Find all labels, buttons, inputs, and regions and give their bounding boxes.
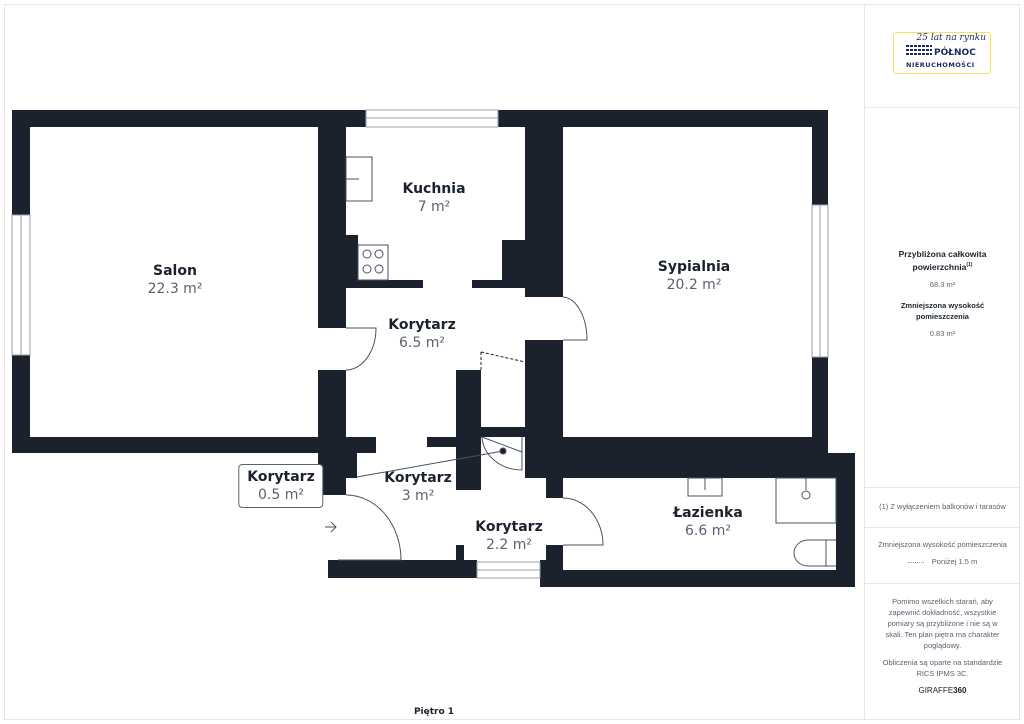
room-name: Korytarz <box>388 317 456 333</box>
room-area: 6.5 m² <box>399 335 445 351</box>
room-sypialnia: Sypialnia 20.2 m² <box>658 259 731 293</box>
logo-name: PÓŁNOC <box>934 48 976 58</box>
floor-plan <box>11 109 855 587</box>
legend-block: Zmniejszona wysokość pomieszczenia Poniż… <box>865 539 1020 567</box>
fixtures <box>325 156 837 567</box>
dotted-line-icon <box>907 561 924 563</box>
room-lazienka: Łazienka 6.6 m² <box>673 505 743 539</box>
room-kuchnia: Kuchnia 7 m² <box>402 181 465 215</box>
room-area: 6.6 m² <box>685 523 731 539</box>
room-korytarz-4: Korytarz 2.2 m² <box>475 519 542 553</box>
reduced-height-title: Zmniejszona wysokość pomieszczenia <box>900 300 985 321</box>
logo-sub: NIERUCHOMOŚCI <box>906 61 975 69</box>
area-summary: Przybliżona całkowita powierzchnia(1) 68… <box>865 249 1020 339</box>
logo-tagline: 25 lat na rynku <box>916 33 987 43</box>
total-area-value: 68.3 m² <box>929 279 956 289</box>
footnote-block: (1) Z wyłączeniem balkonów i tarasów <box>865 501 1020 512</box>
info-panel: 25 lat na rynku PÓŁNOC NIERUCHOMOŚCI Prz… <box>864 4 1020 720</box>
room-name: Salon <box>153 263 197 279</box>
room-area: 22.3 m² <box>147 281 203 297</box>
reduced-height-value: 0.83 m² <box>929 328 956 338</box>
divider <box>865 107 1020 108</box>
room-name: Kuchnia <box>402 181 466 197</box>
total-area-title: Przybliżona całkowita powierzchnia(1) <box>898 249 987 272</box>
giraffe360-logo: GIRAFFE360 <box>879 685 1006 696</box>
room-name: Korytarz <box>384 470 452 486</box>
company-logo: 25 lat na rynku PÓŁNOC NIERUCHOMOŚCI <box>893 32 991 74</box>
legend-item: Poniżej 1.5 m <box>875 556 1010 567</box>
room-area: 20.2 m² <box>666 277 722 293</box>
legend-title: Zmniejszona wysokość pomieszczenia <box>878 540 1007 549</box>
brand-name: GIRAFFE <box>918 686 954 695</box>
reduced-height-line <box>480 351 526 370</box>
room-name: Sypialnia <box>657 259 731 275</box>
room-korytarz-3: Korytarz 3 m² <box>384 470 451 504</box>
room-area: 2.2 m² <box>486 537 532 553</box>
room-korytarz-1: Korytarz 6.5 m² <box>388 317 455 351</box>
room-name: Łazienka <box>673 505 743 521</box>
divider <box>865 583 1020 584</box>
walls <box>12 110 855 587</box>
room-salon: Salon 22.3 m² <box>148 263 203 297</box>
room-korytarz-2: Korytarz 0.5 m² <box>238 464 324 508</box>
floor-label: Piętro 1 <box>413 707 455 717</box>
brand-number: 360 <box>953 686 967 695</box>
divider <box>865 527 1020 528</box>
room-name: Korytarz <box>475 519 543 535</box>
footnote: (1) Z wyłączeniem balkonów i tarasów <box>879 502 1006 511</box>
windows <box>11 109 829 579</box>
logo-icon <box>906 45 932 57</box>
legend-item-label: Poniżej 1.5 m <box>931 557 978 566</box>
room-name: Korytarz <box>247 469 315 485</box>
disclaimer: Pomimo wszelkich starań, aby zapewnić do… <box>885 597 1000 650</box>
room-area: 3 m² <box>401 488 435 504</box>
notes-block: Pomimo wszelkich starań, aby zapewnić do… <box>865 596 1020 696</box>
divider <box>865 487 1020 488</box>
room-area: 0.5 m² <box>258 487 304 503</box>
standard-note: Obliczenia są oparte na standardzie RICS… <box>882 658 1003 678</box>
page-frame <box>4 4 1020 720</box>
room-area: 7 m² <box>417 199 451 215</box>
